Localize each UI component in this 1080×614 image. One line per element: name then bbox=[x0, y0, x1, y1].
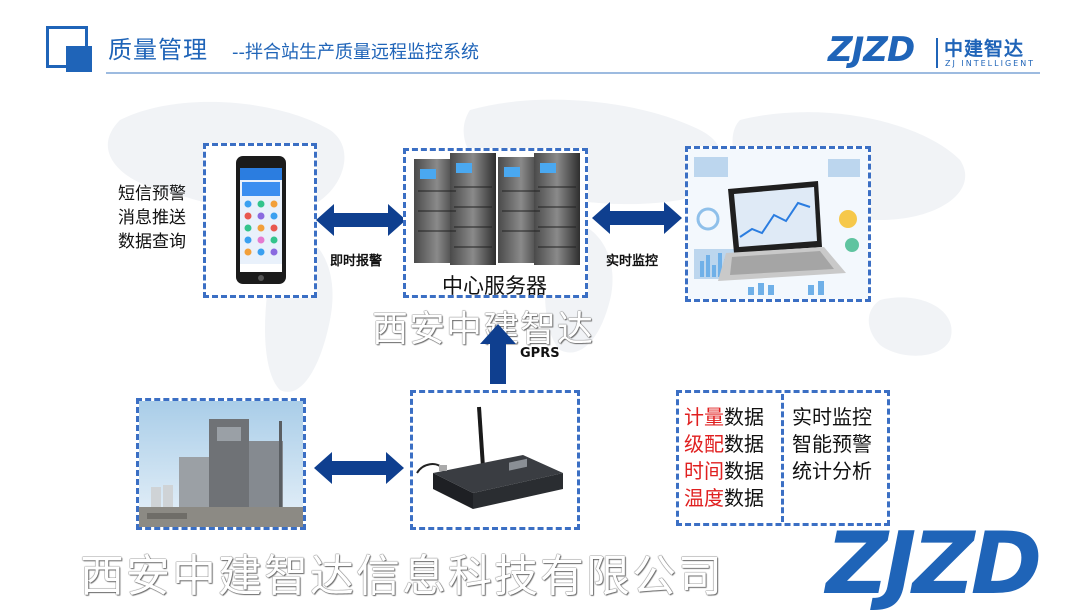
double-arrow-mobile-server bbox=[316, 204, 406, 236]
data-type-item: 计量数据 bbox=[684, 404, 764, 431]
laptop-dashboard-icon bbox=[688, 149, 868, 299]
data-type-item: 时间数据 bbox=[684, 458, 764, 485]
header-square-fill-icon bbox=[66, 46, 92, 72]
arrow-label-gprs: GPRS bbox=[520, 346, 560, 361]
mobile-feature-item: 数据查询 bbox=[118, 232, 186, 252]
footer-logo-wordmark: ZJZD bbox=[826, 514, 1042, 614]
logo-separator bbox=[936, 38, 938, 68]
header-logo-wordmark: ZJZD bbox=[828, 30, 915, 70]
server-rack-icon bbox=[414, 153, 580, 265]
central-server-label: 中心服务器 bbox=[442, 274, 547, 298]
page-subtitle: --拌合站生产质量远程监控系统 bbox=[232, 42, 479, 63]
smartphone-icon bbox=[236, 156, 286, 284]
function-list: 实时监控 智能预警 统计分析 bbox=[792, 404, 872, 485]
central-server-box bbox=[403, 148, 588, 298]
watermark-company-full: 西安中建智达信息科技有限公司 bbox=[80, 551, 724, 602]
gprs-dtu-box bbox=[410, 390, 580, 530]
data-type-list: 计量数据 级配数据 时间数据 温度数据 bbox=[684, 404, 764, 512]
mixing-plant-photo bbox=[139, 401, 303, 527]
gprs-up-arrow bbox=[480, 324, 516, 384]
function-item: 智能预警 bbox=[792, 432, 872, 456]
mobile-phone-box bbox=[203, 143, 317, 298]
double-arrow-server-monitor bbox=[592, 202, 682, 234]
data-type-rest: 数据 bbox=[724, 486, 764, 510]
page-title: 质量管理 bbox=[108, 36, 208, 64]
data-type-rest: 数据 bbox=[724, 432, 764, 456]
function-item: 统计分析 bbox=[792, 459, 872, 483]
data-type-item: 级配数据 bbox=[684, 431, 764, 458]
mobile-feature-item: 短信预警 bbox=[118, 184, 186, 204]
data-type-highlight: 计量 bbox=[684, 405, 724, 429]
data-panel-divider bbox=[781, 394, 784, 522]
data-type-rest: 数据 bbox=[724, 459, 764, 483]
header-divider bbox=[106, 72, 1040, 74]
mobile-feature-list: 短信预警 消息推送 数据查询 bbox=[118, 182, 186, 254]
mobile-feature-item: 消息推送 bbox=[118, 208, 186, 228]
mixing-station-box bbox=[136, 398, 306, 530]
monitoring-terminal-box bbox=[685, 146, 871, 302]
arrow-label-instant-alarm: 即时报警 bbox=[330, 254, 383, 269]
header-logo-cn: 中建智达 bbox=[944, 38, 1025, 60]
header-logo-en: ZJ INTELLIGENT bbox=[945, 59, 1036, 68]
data-type-highlight: 温度 bbox=[684, 486, 724, 510]
data-type-highlight: 级配 bbox=[684, 432, 724, 456]
data-type-item: 温度数据 bbox=[684, 485, 764, 512]
gprs-router-icon bbox=[416, 406, 563, 509]
arrow-label-realtime-monitor: 实时监控 bbox=[606, 254, 659, 269]
double-arrow-station-gprs bbox=[314, 452, 404, 484]
function-item: 实时监控 bbox=[792, 405, 872, 429]
data-type-highlight: 时间 bbox=[684, 459, 724, 483]
data-type-rest: 数据 bbox=[724, 405, 764, 429]
